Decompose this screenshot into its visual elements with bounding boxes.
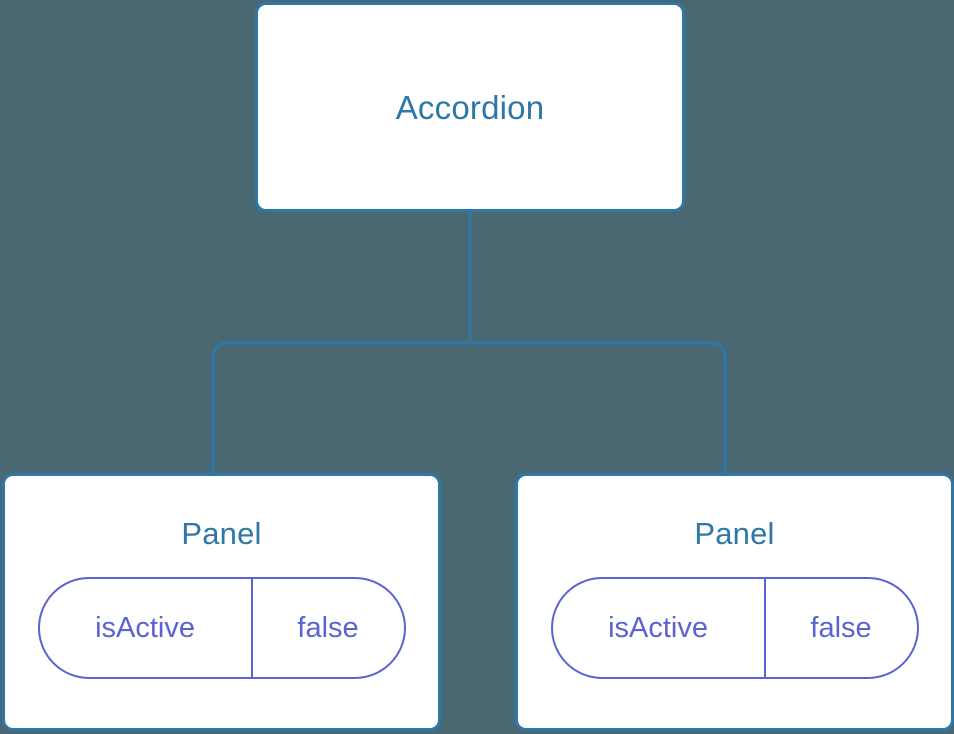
prop-pill-isactive[interactable]: isActive false [37,577,406,679]
prop-key-label: isActive [40,579,253,677]
component-node-panel-1[interactable]: Panel isActive false [2,473,441,731]
component-name-label: Panel [181,516,262,551]
prop-value-label: false [297,611,359,644]
prop-pill-isactive[interactable]: isActive false [550,577,919,679]
component-node-panel-2[interactable]: Panel isActive false [515,473,954,731]
prop-value-label: false [810,611,872,644]
component-name-label: Panel [694,516,775,551]
edge-branch-to-panels [211,341,727,473]
component-node-accordion[interactable]: Accordion [255,2,685,212]
component-name-label: Accordion [395,88,545,126]
prop-key-label: isActive [553,579,766,677]
